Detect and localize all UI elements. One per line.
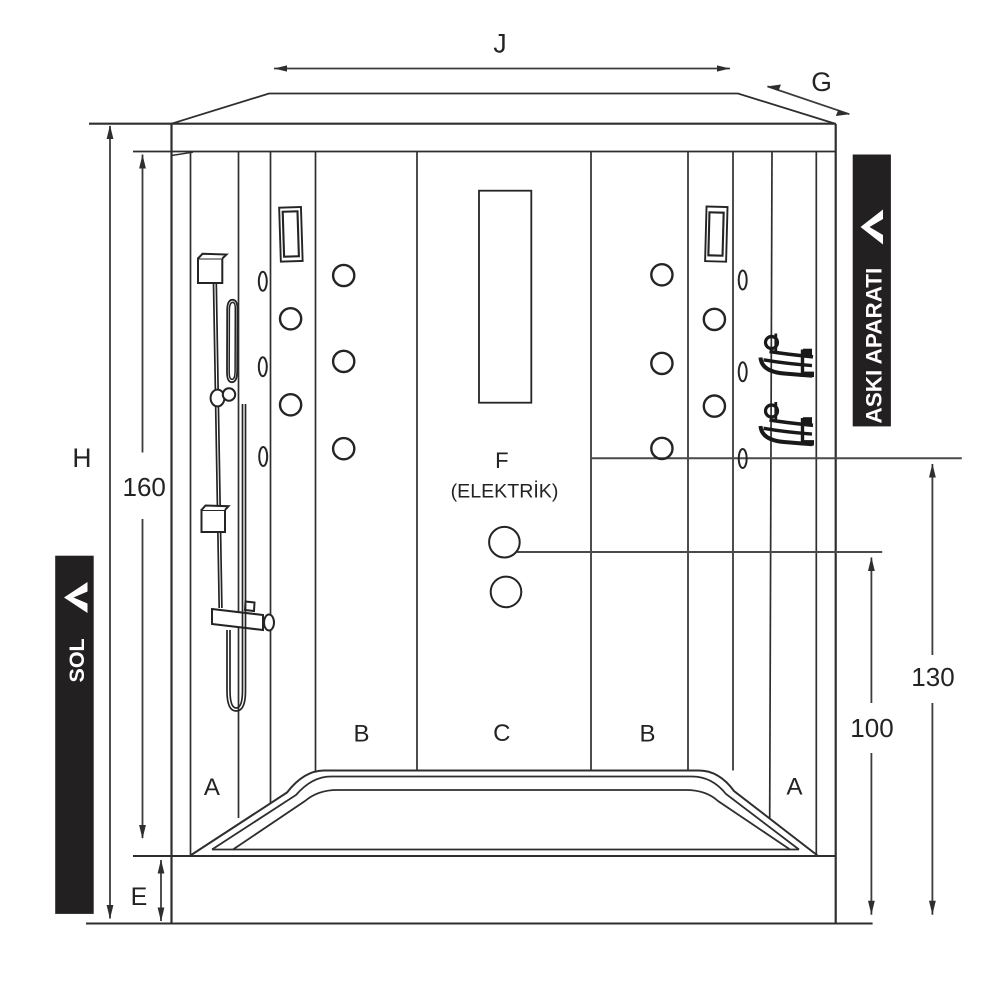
svg-text:ASKI APARATI: ASKI APARATI [862, 268, 887, 424]
svg-text:B: B [639, 721, 655, 748]
svg-text:B: B [353, 721, 369, 748]
svg-text:160: 160 [123, 472, 166, 502]
svg-text:130: 130 [911, 662, 954, 692]
svg-text:J: J [493, 29, 506, 59]
svg-text:A: A [786, 774, 802, 801]
svg-text:F: F [495, 448, 508, 473]
svg-text:A: A [204, 774, 220, 801]
svg-text:(ELEKTRİK): (ELEKTRİK) [451, 480, 559, 503]
svg-text:E: E [131, 883, 148, 911]
svg-text:100: 100 [850, 713, 893, 743]
svg-text:G: G [811, 67, 832, 97]
svg-text:SOL: SOL [65, 638, 89, 682]
svg-text:C: C [493, 720, 510, 747]
svg-text:H: H [72, 443, 91, 473]
